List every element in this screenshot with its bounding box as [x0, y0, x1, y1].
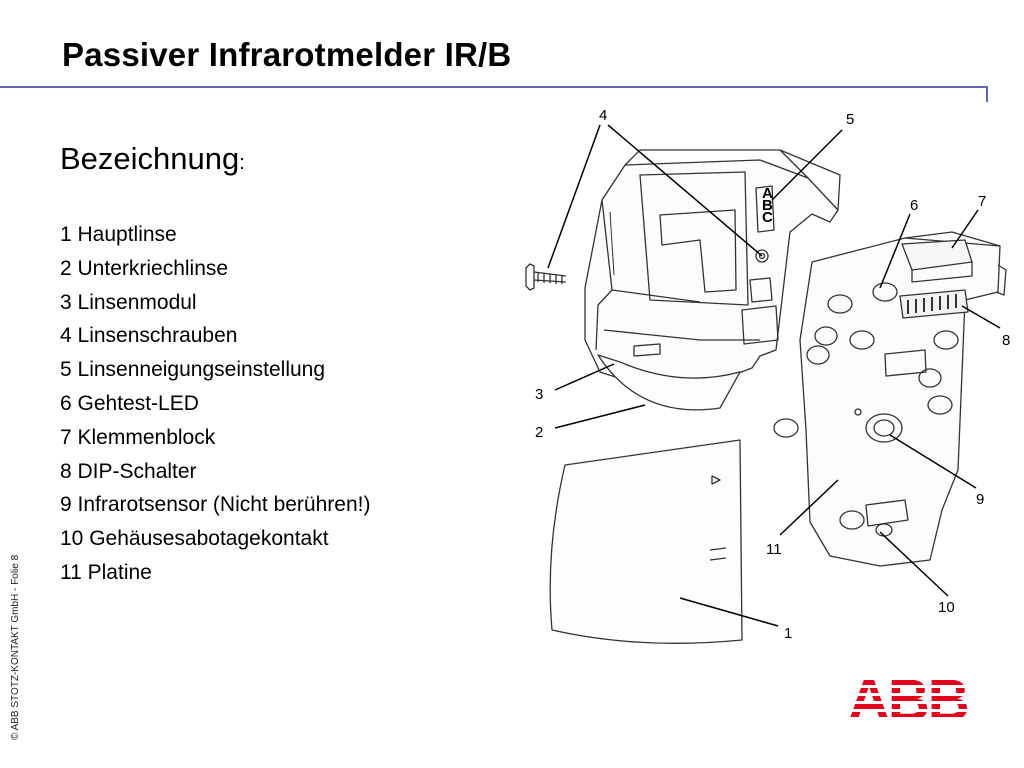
legend-item: 2 Unterkriechlinse — [60, 256, 229, 280]
legend-item: 4 Linsenschrauben — [60, 324, 238, 348]
switch-letter-c: C — [762, 209, 773, 226]
exploded-diagram: A B C — [525, 107, 1010, 644]
legend-item: 1 Hauptlinse — [60, 223, 177, 246]
callout-4: 4 — [599, 107, 607, 124]
legend-heading: Bezeichnung: — [60, 141, 245, 177]
legend-item: 9 Infrarotsensor (Nicht berühren!) — [60, 493, 371, 517]
callout-7: 7 — [978, 193, 986, 210]
switch-letter-b: B — [762, 197, 773, 214]
abb-logo: ABB — [848, 672, 970, 724]
callout-8: 8 — [1002, 332, 1010, 349]
leader-lines — [547, 124, 1001, 627]
legend-item: 7 Klemmenblock — [60, 425, 216, 449]
footer-copyright: © ABB STOTZ-KONTAKT GmbH - Folie 8 — [10, 554, 21, 740]
legend-item: 10 Gehäusesabotagekontakt — [60, 527, 329, 551]
legend-item: 3 Linsenmodul — [60, 290, 197, 314]
circuit-board — [773, 231, 1007, 567]
title-divider-tick — [986, 86, 988, 102]
callout-2: 2 — [535, 424, 543, 441]
legend-item: 11 Platine — [60, 560, 152, 584]
legend-heading-colon: : — [239, 152, 245, 174]
lens-screw — [525, 263, 567, 291]
legend-heading-text: Bezeichnung — [60, 141, 240, 176]
switch-letter-a: A — [762, 185, 773, 202]
legend-item: 5 Linsenneigungseinstellung — [60, 358, 326, 382]
abb-logo-text: ABB — [848, 672, 968, 724]
callout-9: 9 — [976, 491, 984, 508]
legend-item: 6 Gehtest-LED — [60, 391, 199, 415]
main-lens-slot — [709, 547, 727, 561]
main-lens-arrow-mark — [711, 475, 721, 485]
callout-1: 1 — [784, 625, 792, 642]
callout-5: 5 — [846, 111, 854, 128]
callout-10: 10 — [938, 599, 955, 616]
callout-3: 3 — [535, 386, 543, 403]
callout-6: 6 — [910, 197, 918, 214]
title-divider — [0, 86, 988, 88]
legend-item: 8 DIP-Schalter — [60, 459, 197, 483]
callout-11: 11 — [766, 541, 782, 558]
main-lens — [549, 439, 743, 644]
lens-module: A B C — [584, 149, 841, 386]
creep-zone-lens — [597, 354, 741, 411]
legend-list: 1 Hauptlinse 2 Unterkriechlinse 3 Linsen… — [60, 218, 370, 590]
slide-title: Passiver Infrarotmelder IR/B — [62, 36, 512, 73]
